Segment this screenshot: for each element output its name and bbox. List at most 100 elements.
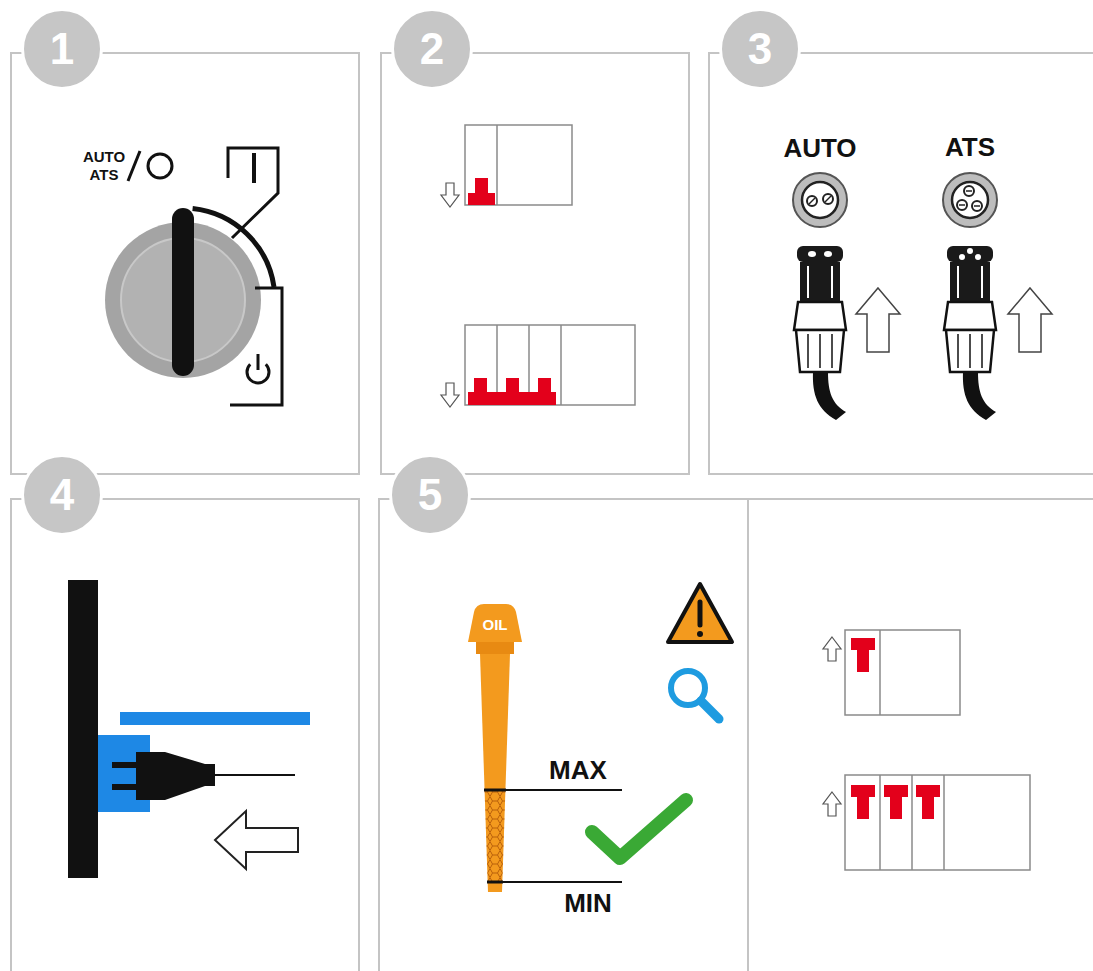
step-number: 3 <box>748 27 772 71</box>
ats-socket <box>957 200 967 210</box>
auto-socket <box>793 173 847 227</box>
connector-plug <box>794 246 846 420</box>
breaker-off <box>496 125 498 205</box>
up-arrow <box>856 288 900 352</box>
connector-plug <box>947 246 993 262</box>
breaker-off <box>474 378 487 394</box>
mode-label: ATS <box>945 134 995 160</box>
inspect-symbol <box>671 671 719 719</box>
breaker-off <box>538 378 551 394</box>
position-markings <box>193 209 274 288</box>
connector-plug <box>824 251 832 257</box>
breaker-on <box>845 630 960 715</box>
breaker-off <box>465 325 635 405</box>
connector-plug <box>831 266 833 298</box>
mains-plug <box>136 752 215 800</box>
breaker-on <box>851 638 875 650</box>
dipstick-label: OIL <box>483 617 508 632</box>
warning-symbol <box>668 584 732 642</box>
breaker-on <box>916 785 940 797</box>
oil-dipstick <box>468 604 522 642</box>
connector-plug <box>800 262 840 302</box>
connector-plug <box>819 334 821 368</box>
mode-label: ATS <box>90 167 119 182</box>
step-badge: 1 <box>21 8 103 90</box>
step-number: 1 <box>50 27 74 71</box>
down-arrow <box>441 183 459 207</box>
connector-plug <box>946 330 994 372</box>
connector-plug <box>981 334 983 368</box>
check-mark <box>592 800 686 858</box>
connector-plug <box>963 372 996 420</box>
level-marks <box>500 789 622 791</box>
connector-plug <box>950 262 990 302</box>
left-arrow <box>215 811 298 869</box>
step-badge: 5 <box>389 454 471 536</box>
connector-plug <box>807 266 809 298</box>
connector-plug <box>969 334 971 368</box>
position-markings <box>148 154 172 178</box>
selector-knob <box>172 208 194 376</box>
connector-plug <box>831 334 833 368</box>
step-badge: 3 <box>719 8 801 90</box>
breaker-on <box>851 785 875 797</box>
down-arrow <box>441 183 459 407</box>
auto-socket <box>807 196 817 206</box>
connector-plug <box>957 266 959 298</box>
position-markings <box>128 148 282 405</box>
up-arrow <box>823 637 841 816</box>
up-arrow <box>1008 288 1052 352</box>
position-markings <box>252 153 256 183</box>
connector-plug <box>957 334 959 368</box>
mode-label: AUTO <box>783 135 856 161</box>
step-panel: 2 <box>380 52 690 475</box>
step-number: 4 <box>50 473 74 517</box>
breaker-on <box>890 797 902 819</box>
mains-plug <box>215 774 295 776</box>
down-arrow <box>441 383 459 407</box>
auto-socket <box>802 182 838 218</box>
step-panel: 3 <box>708 52 1093 475</box>
breaker-on <box>884 785 908 797</box>
oil-dipstick <box>480 654 510 892</box>
warning-symbol <box>668 584 732 642</box>
connector-plug <box>975 254 981 260</box>
ats-socket <box>964 186 974 196</box>
breaker-off <box>506 378 519 394</box>
step-panel: 4 <box>10 498 360 971</box>
breaker-on <box>857 797 869 819</box>
breaker-off <box>560 325 562 405</box>
mode-label: AUTO <box>83 149 125 164</box>
breaker-on <box>857 650 869 672</box>
ats-socket <box>972 201 982 211</box>
connector-plug <box>794 302 846 330</box>
oil-dipstick <box>485 790 506 882</box>
connector-plug <box>944 246 996 420</box>
breaker-off <box>468 193 495 205</box>
oil-dipstick <box>476 642 514 654</box>
mains-plug <box>68 580 98 878</box>
up-arrow <box>856 288 1052 352</box>
panel-divider <box>747 498 749 971</box>
level-label: MAX <box>549 757 607 783</box>
left-arrow <box>215 811 298 869</box>
breaker-off <box>475 178 488 194</box>
step-panel: 1 <box>10 52 360 475</box>
up-arrow <box>823 637 841 661</box>
position-markings <box>228 148 278 238</box>
warning-symbol <box>697 631 703 637</box>
breaker-off <box>465 125 635 405</box>
breaker-on <box>911 775 913 870</box>
connector-plug <box>796 330 844 372</box>
connector-plug <box>797 246 843 262</box>
mains-plug <box>120 712 310 725</box>
connector-plug <box>981 266 983 298</box>
inspect-symbol <box>701 701 719 719</box>
ats-socket <box>943 173 997 227</box>
mains-plug <box>112 762 138 768</box>
position-markings <box>230 288 282 405</box>
